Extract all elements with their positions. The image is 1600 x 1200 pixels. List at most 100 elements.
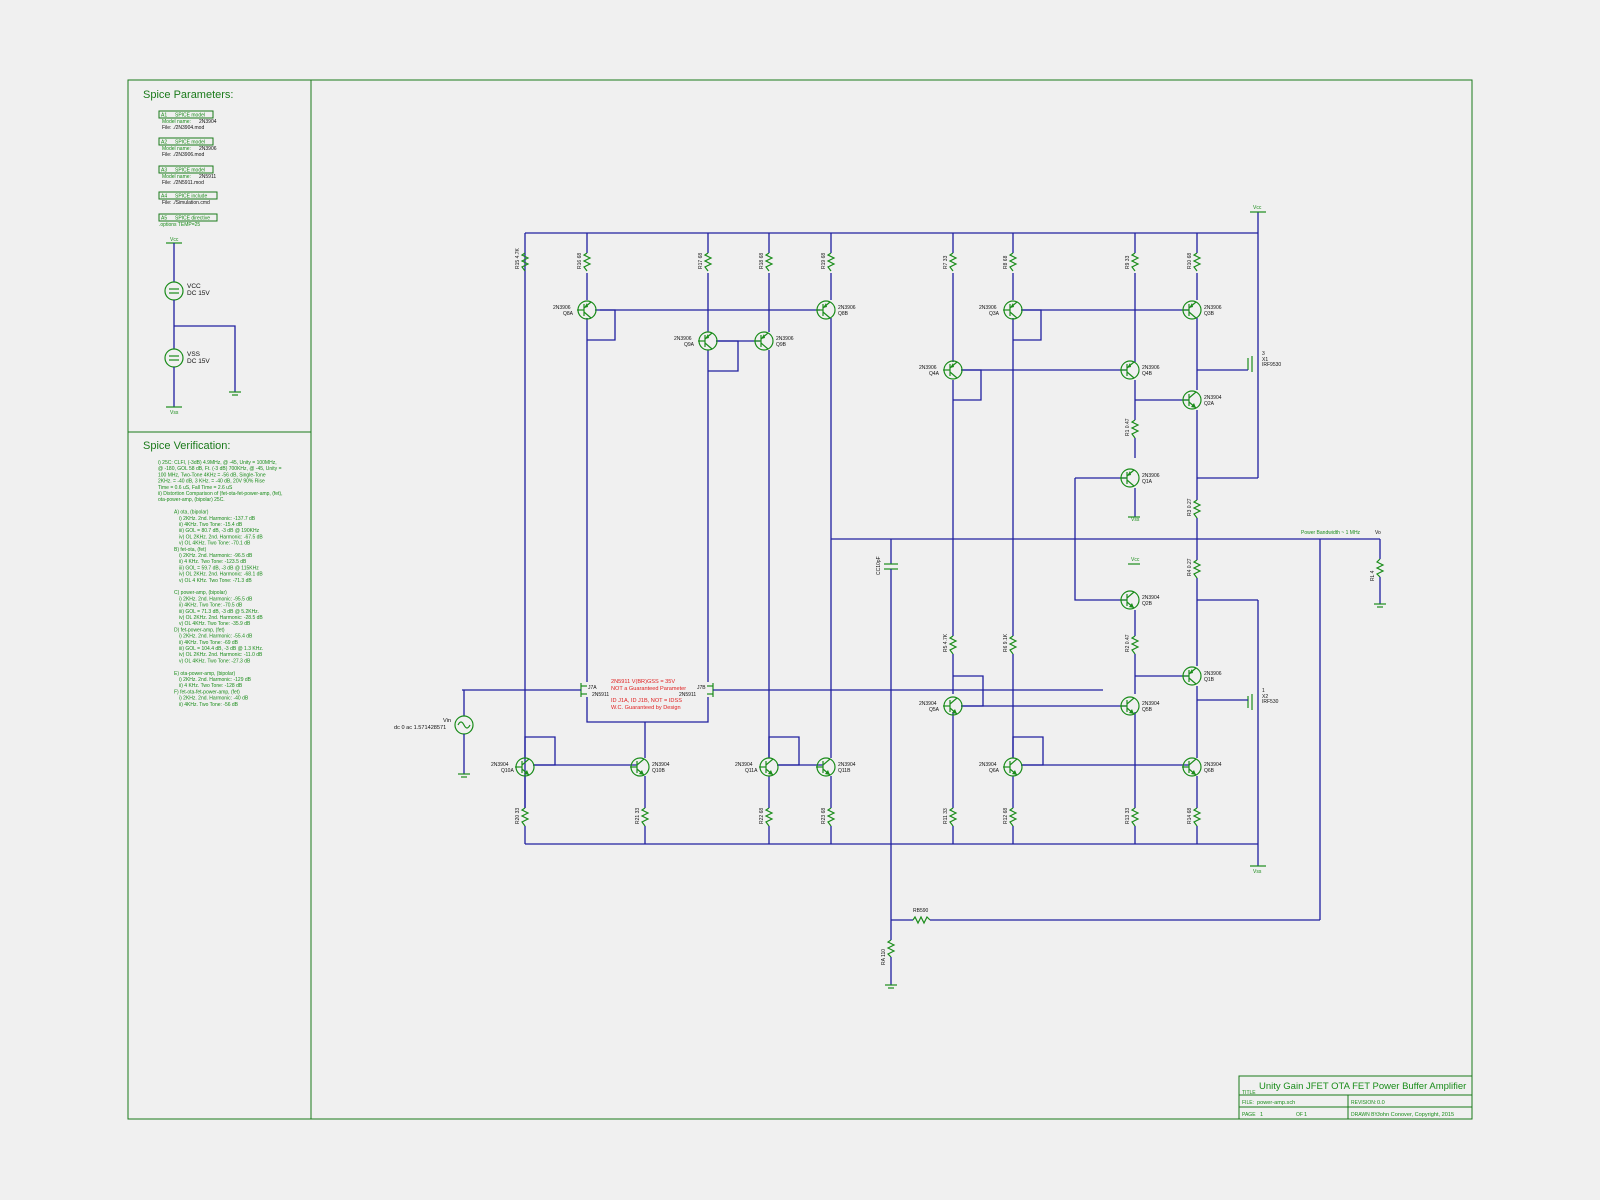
resistor-symbol [1192, 252, 1202, 272]
capacitor-CC: CC10pF [876, 539, 898, 940]
vss-rail-label: Vss [170, 410, 179, 416]
transistor-ref: Q9A [684, 342, 695, 348]
vss-tag-q1a: Vss [1131, 517, 1140, 523]
wire [1013, 309, 1042, 341]
wire [768, 736, 800, 766]
transistor-part: 2N3904 [979, 762, 997, 768]
spice-model-name: 2N5911 [199, 174, 216, 180]
x2-pin-1: 1 [1262, 688, 1265, 694]
resistor-label: R11 33 [943, 808, 949, 824]
resistor-symbol [948, 635, 958, 655]
power-bandwidth-label: Power Bandwidth ~ 1 MHz [1301, 530, 1361, 536]
rl-label: RL 4 [1370, 570, 1376, 581]
drawn-by-label: DRAWN BY: [1351, 1112, 1379, 1118]
resistor-label: R4 0.27 [1187, 558, 1193, 576]
transistor-ref: Q1A [1142, 479, 1153, 485]
verification-line: iii) GOL = 59.7 dB, -3 dB @ 115KHz [179, 565, 259, 571]
vcc-rail-label: Vcc [170, 237, 179, 243]
resistor-r14: R14 68 [1187, 807, 1202, 827]
j7a-part: 2N5911 [592, 692, 609, 698]
wire [953, 369, 982, 401]
verification-line: B) fet-ota, (fet) [174, 547, 207, 553]
transistor-ref: Q5A [929, 707, 940, 713]
resistor-symbol [640, 807, 650, 827]
file-label: FILE: [1242, 1100, 1254, 1106]
resistor-label: R7 33 [943, 255, 949, 269]
verification-line: v) OL 4KHz. Two Tone: -70.1 dB [179, 541, 251, 547]
resistor-symbol [1192, 499, 1202, 519]
output-vo-label: Vo [1375, 530, 1381, 536]
vcc-name: VCC [187, 283, 201, 290]
verification-line: ota-power-amp, (bipolar) 25C. [158, 497, 225, 503]
transistor-ref: Q6A [989, 768, 1000, 774]
resistor-r17: R17 68 [698, 252, 713, 272]
transistor-ref: Q2A [1204, 401, 1215, 407]
drawn-by: John Conover, Copyright, 2015 [1377, 1112, 1454, 1118]
vcc-tag-q2b: Vcc [1131, 557, 1140, 563]
vss-value: DC 15V [187, 358, 210, 365]
transistor-part: 2N3906 [776, 336, 794, 342]
note-line-2: NOT a Guaranteed Parameter [611, 686, 686, 692]
resistor-label: R18 68 [759, 253, 765, 269]
transistor-ref: Q3B [1204, 311, 1215, 317]
transistor-part: 2N3904 [1142, 701, 1160, 707]
resistor-symbol [1130, 252, 1140, 272]
wire [587, 309, 616, 341]
j7a-ref: J7A [588, 685, 597, 691]
spice-block-kind: SPICE model [175, 140, 205, 146]
verification-line: iv) OL 2KHz. 2nd. Harmonic: -68.1 dB [179, 572, 263, 578]
resistor-label: R1 0.47 [1125, 418, 1131, 436]
verification-line: i) 25C: CLFI, (-3dB) 4.9MHz, @ -45, Unit… [158, 460, 277, 466]
transistor-ref: Q10A [501, 768, 514, 774]
page-number: 1 [1260, 1112, 1263, 1118]
transistor-ref: Q3A [989, 311, 1000, 317]
vin-value: dc 0 ac 1.571428571 [394, 725, 446, 731]
input-source-vin: Vin dc 0 ac 1.571428571 [394, 690, 474, 778]
transistor-ref: Q8A [563, 311, 574, 317]
page-count: 1 [1304, 1112, 1307, 1118]
verification-line: ii) 4KHz. Two Tone: -70.5 dB [179, 603, 243, 609]
transistor-part: 2N3906 [919, 365, 937, 371]
transistor-ref: Q4B [1142, 371, 1153, 377]
spice-block-box [158, 110, 214, 119]
verification-line: iii) GOL = 71.3 dB, -3 dB @ 5.2KHz. [179, 609, 259, 615]
resistor-symbol [1008, 807, 1018, 827]
j7b-part: 2N5911 [679, 692, 696, 698]
resistor-r4: R4 0.27 [1187, 558, 1202, 579]
spice-block-detail: File: ./2N5911.mod [162, 180, 204, 186]
resistor-label: R16 68 [577, 253, 583, 269]
resistor-label: R12 68 [1003, 808, 1009, 824]
spice-block-box [158, 213, 218, 222]
verification-line: ii) 4 KHz. Two Tone: -128 dB [179, 683, 243, 689]
vcc-source-symbol [164, 281, 184, 301]
rb-label: RB590 [913, 908, 929, 914]
note-line-4: W.C. Guaranteed by Design [611, 705, 681, 711]
transistor-part: 2N3906 [1142, 365, 1160, 371]
title-block: TITLE Unity Gain JFET OTA FET Power Buff… [1238, 1075, 1473, 1120]
verification-line: A) ota, (bipolar) [174, 510, 209, 516]
spice-model-label: Model name: [162, 146, 191, 152]
resistor-r9: R9 33 [1125, 252, 1140, 272]
jfet-note: 2N5911 V(BR)GSS = 35V NOT a Guaranteed P… [611, 679, 686, 711]
transistor-ref: Q1B [1204, 677, 1215, 683]
resistor-r5: R5 4.7K [943, 633, 958, 655]
wire [586, 697, 709, 723]
spice-block-id: A4 [161, 194, 167, 200]
resistor-symbol [520, 252, 530, 272]
transistor-part: 2N3904 [1204, 762, 1222, 768]
jfet-J7B: J7B 2N5911 [679, 683, 1103, 698]
